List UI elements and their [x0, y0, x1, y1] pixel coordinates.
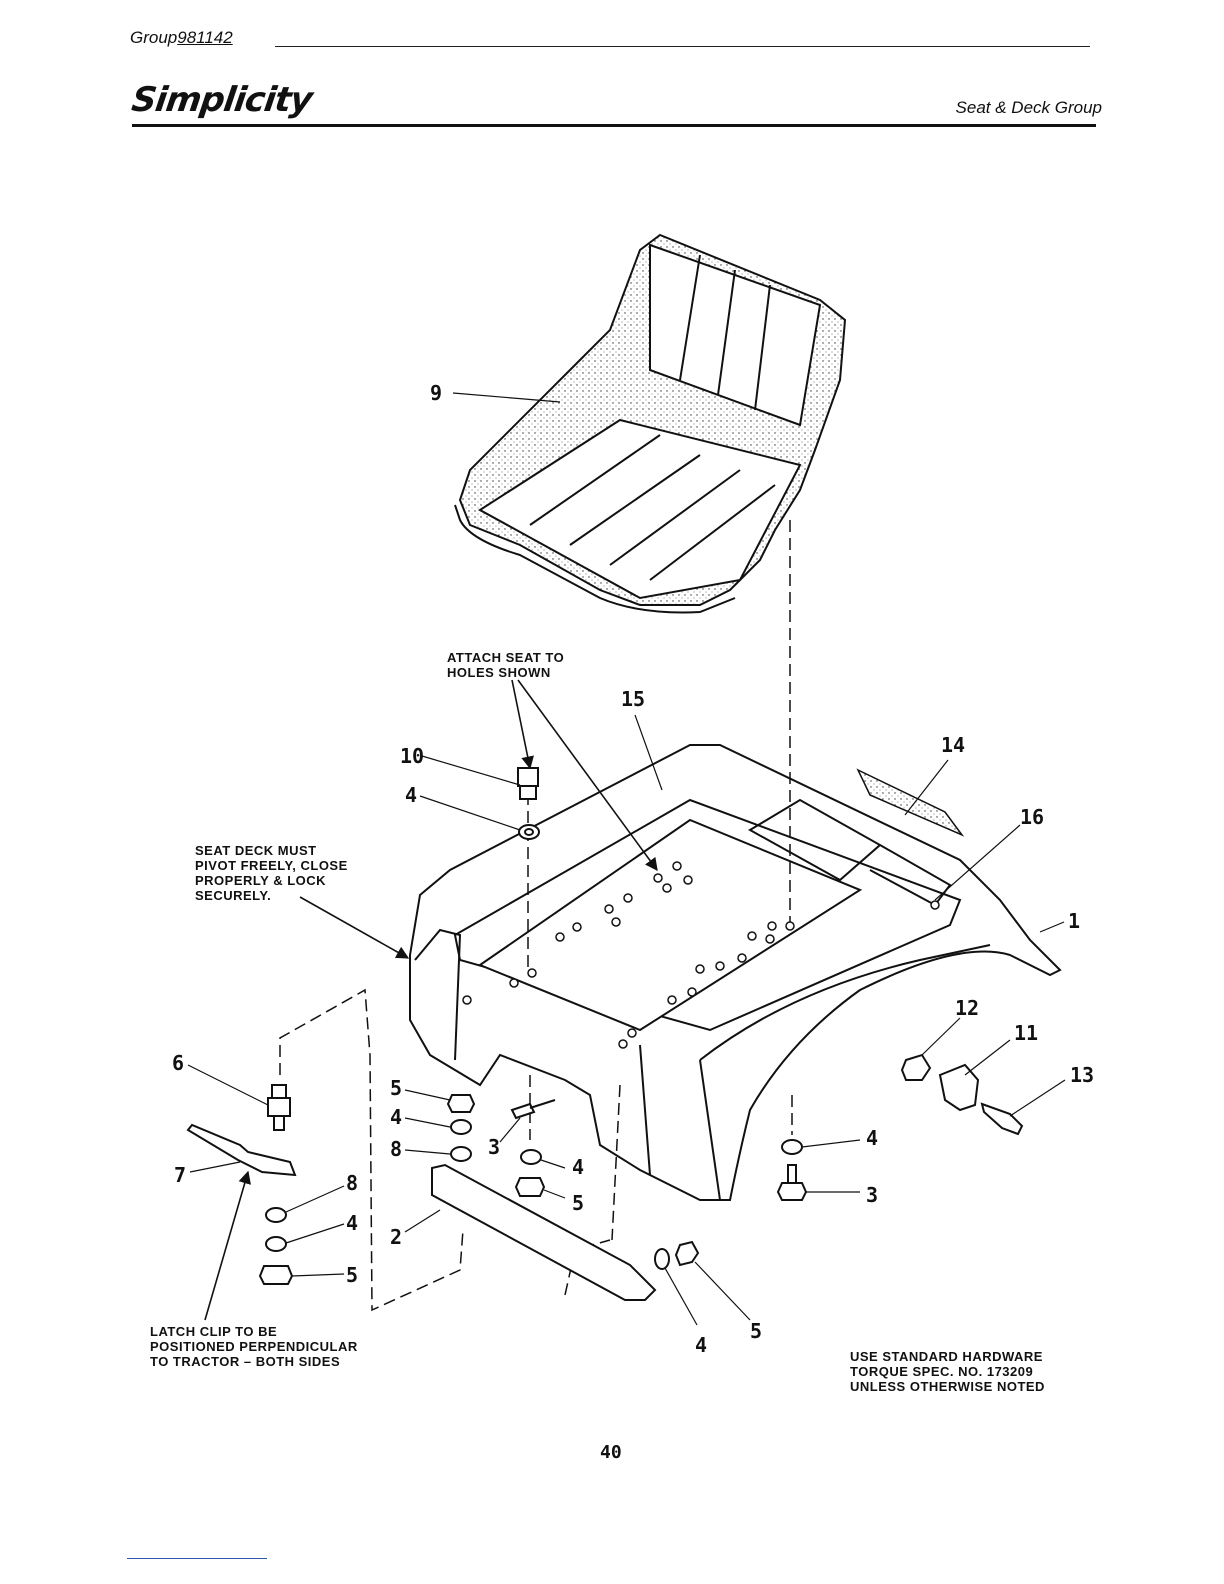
callout-12: 12: [955, 996, 979, 1020]
callout-3b: 3: [866, 1183, 878, 1207]
seat-deck: [409, 744, 1062, 1201]
callout-2: 2: [390, 1225, 402, 1249]
group-line: Group981142: [130, 28, 233, 48]
callout-5b: 5: [572, 1191, 584, 1215]
note-arrows: [204, 679, 658, 1321]
callout-8a: 8: [390, 1137, 402, 1161]
page-number: 40: [600, 1442, 622, 1463]
note-hardware: USE STANDARD HARDWARE TORQUE SPEC. NO. 1…: [850, 1349, 1045, 1394]
callout-9: 9: [430, 381, 442, 405]
group-label: Group: [130, 28, 178, 47]
hardware: [186, 767, 1024, 1301]
callout-10: 10: [400, 744, 424, 768]
deck-holes: [462, 861, 940, 1049]
seat: [454, 233, 847, 614]
callout-4a: 4: [405, 783, 417, 807]
callout-labels: 9 15 14 10 4 16 1 12 11 13 6 5 4 8 3 4 5…: [172, 381, 1094, 1357]
section-title: Seat & Deck Group: [955, 98, 1102, 117]
callout-16: 16: [1020, 805, 1044, 829]
leader-lines: [187, 392, 1066, 1326]
callout-7: 7: [174, 1163, 186, 1187]
callout-1: 1: [1068, 909, 1080, 933]
callout-14: 14: [941, 733, 965, 757]
callout-11: 11: [1014, 1021, 1038, 1045]
top-rule: [275, 46, 1090, 47]
callout-5a: 5: [390, 1076, 402, 1100]
callout-4d: 4: [866, 1126, 878, 1150]
header-rule: [132, 124, 1096, 127]
callout-4c: 4: [572, 1155, 584, 1179]
callout-13: 13: [1070, 1063, 1094, 1087]
footer-rule: [127, 1558, 267, 1559]
note-attach-seat: ATTACH SEAT TO HOLES SHOWN: [447, 650, 565, 680]
note-latch-clip: LATCH CLIP TO BE POSITIONED PERPENDICULA…: [150, 1324, 358, 1369]
group-number: 981142: [177, 28, 233, 47]
callout-6: 6: [172, 1051, 184, 1075]
decal: [856, 768, 965, 837]
callout-15: 15: [621, 687, 645, 711]
callout-4b: 4: [390, 1105, 402, 1129]
callout-8b: 8: [346, 1171, 358, 1195]
callout-4e: 4: [346, 1211, 358, 1235]
alignment-lines: [279, 520, 793, 1312]
callout-5d: 5: [750, 1319, 762, 1343]
note-seat-deck: SEAT DECK MUST PIVOT FREELY, CLOSE PROPE…: [195, 843, 348, 903]
callout-5c: 5: [346, 1263, 358, 1287]
callout-3a: 3: [488, 1135, 500, 1159]
callout-4f: 4: [695, 1333, 707, 1357]
